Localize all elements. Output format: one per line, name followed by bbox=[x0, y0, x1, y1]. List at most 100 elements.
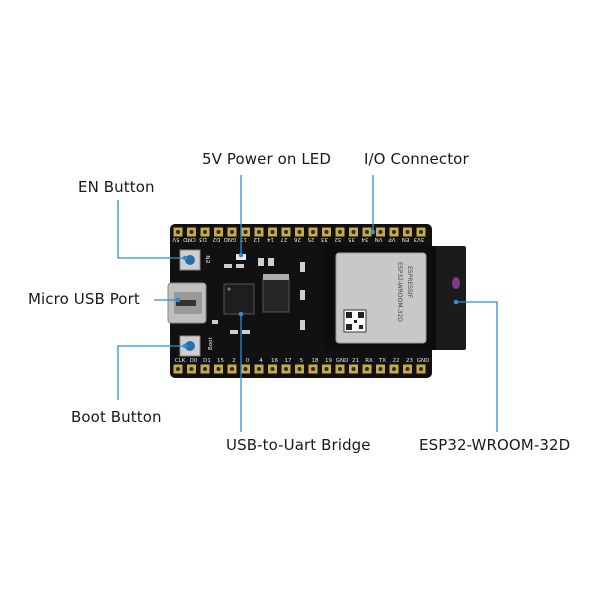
pin-label: 35 bbox=[348, 236, 355, 242]
pin-label: D3 bbox=[199, 236, 207, 242]
voltage-regulator bbox=[262, 274, 290, 313]
callout-esp32-module: ESP32-WROOM-32D bbox=[419, 436, 571, 454]
pin-label: CLK bbox=[175, 358, 186, 364]
en-button-component bbox=[179, 249, 201, 271]
module-antenna-mark bbox=[452, 277, 460, 289]
header-pin-hole bbox=[203, 367, 207, 371]
header-pin-hole bbox=[243, 367, 248, 371]
pin-label: 23 bbox=[406, 358, 413, 364]
callout-io-connector: I/O Connector bbox=[364, 150, 469, 168]
pin-label: 21 bbox=[352, 358, 359, 364]
pin-label: 26 bbox=[294, 236, 301, 242]
esp32-module: ESPRESSIF ESP32-WROOM-32D bbox=[324, 246, 466, 350]
header-pin-hole bbox=[392, 230, 396, 234]
header-pin-hole bbox=[230, 230, 234, 234]
pin-label: GND bbox=[224, 236, 237, 242]
callout-en-button: EN Button bbox=[78, 178, 155, 196]
leader-esp32 bbox=[456, 301, 498, 432]
pin-label: 4 bbox=[259, 358, 263, 364]
header-pin-hole bbox=[230, 367, 234, 371]
header-pin-hole bbox=[257, 367, 261, 371]
pin-label: VN bbox=[375, 236, 383, 242]
pin-label: 5 bbox=[300, 358, 304, 364]
pin-label: TX bbox=[378, 358, 386, 364]
boot-button-component bbox=[179, 335, 201, 357]
pin-label: 25 bbox=[307, 236, 314, 242]
header-pin-hole bbox=[284, 230, 288, 234]
pin-label: 17 bbox=[285, 358, 292, 364]
header-pin-hole bbox=[419, 230, 423, 234]
pin-label: D1 bbox=[203, 358, 211, 364]
callout-power-led: 5V Power on LED bbox=[202, 150, 332, 168]
pin-label: CMD bbox=[183, 236, 196, 242]
pin-label: GND bbox=[417, 358, 430, 364]
header-pin-hole bbox=[176, 367, 180, 371]
header-pin-hole bbox=[365, 367, 369, 371]
module-model-text: ESP32-WROOM-32D bbox=[396, 262, 403, 322]
header-pin-hole bbox=[284, 367, 288, 371]
pin-label: 2 bbox=[232, 358, 236, 364]
pin-label: 12 bbox=[254, 236, 261, 242]
header-pin-hole bbox=[311, 367, 315, 371]
pin-label: EN bbox=[402, 236, 410, 242]
pin-label: 34 bbox=[361, 236, 368, 242]
module-antenna-area bbox=[432, 246, 466, 350]
top-pin-header bbox=[173, 227, 426, 237]
pin-label: 5V bbox=[172, 236, 179, 242]
header-pin-hole bbox=[324, 367, 329, 371]
header-pin-hole bbox=[351, 367, 356, 371]
pin-label: 18 bbox=[312, 358, 319, 364]
pin-label: 0 bbox=[246, 358, 250, 364]
pin-label: RX bbox=[365, 358, 373, 364]
header-pin-hole bbox=[270, 230, 275, 234]
pin-label: 13 bbox=[240, 236, 247, 242]
callout-micro-usb: Micro USB Port bbox=[28, 290, 140, 308]
usb-uart-chip bbox=[223, 283, 255, 315]
header-pin-hole bbox=[338, 367, 342, 371]
smd-components bbox=[212, 258, 305, 334]
leader-en-button bbox=[117, 200, 185, 259]
pin-label: VP bbox=[388, 236, 396, 242]
pin-label: D0 bbox=[190, 358, 198, 364]
header-pin-hole bbox=[176, 230, 180, 234]
header-pin-hole bbox=[203, 230, 207, 234]
pin-label: 14 bbox=[267, 236, 274, 242]
pin-label: 33 bbox=[321, 236, 328, 242]
header-pin-hole bbox=[243, 230, 248, 234]
header-pin-hole bbox=[405, 230, 410, 234]
en-silkscreen-label: EN bbox=[206, 255, 212, 263]
header-pin-hole bbox=[378, 367, 383, 371]
pin-label: D2 bbox=[213, 236, 221, 242]
pin-label: 22 bbox=[393, 358, 400, 364]
header-pin-hole bbox=[297, 367, 302, 371]
header-pin-hole bbox=[216, 230, 221, 234]
pin-label: GND bbox=[336, 358, 349, 364]
qr-pattern bbox=[346, 312, 364, 330]
header-pin-hole bbox=[297, 230, 302, 234]
header-pin-hole bbox=[216, 367, 221, 371]
header-pin-hole bbox=[270, 367, 275, 371]
callout-usb-uart: USB-to-Uart Bridge bbox=[226, 436, 371, 454]
header-pin-hole bbox=[257, 230, 261, 234]
header-pin-hole bbox=[311, 230, 315, 234]
header-pin-hole bbox=[365, 230, 369, 234]
module-brand-text: ESPRESSIF bbox=[406, 266, 413, 299]
header-pin-hole bbox=[324, 230, 329, 234]
callout-leaders bbox=[117, 175, 498, 432]
header-pin-hole bbox=[351, 230, 356, 234]
leader-boot-button bbox=[117, 345, 185, 400]
header-pin-hole bbox=[419, 367, 423, 371]
pin-label: 19 bbox=[325, 358, 332, 364]
pin-label: 27 bbox=[280, 236, 287, 242]
header-pin-hole bbox=[378, 230, 383, 234]
callout-boot-button: Boot Button bbox=[71, 408, 162, 426]
header-pin-hole bbox=[338, 230, 342, 234]
pin-label: 3V3 bbox=[413, 236, 424, 242]
micro-usb-port bbox=[167, 282, 207, 324]
pin-label: 15 bbox=[217, 358, 224, 364]
header-pin-hole bbox=[189, 230, 194, 234]
pin-label: 32 bbox=[335, 236, 342, 242]
